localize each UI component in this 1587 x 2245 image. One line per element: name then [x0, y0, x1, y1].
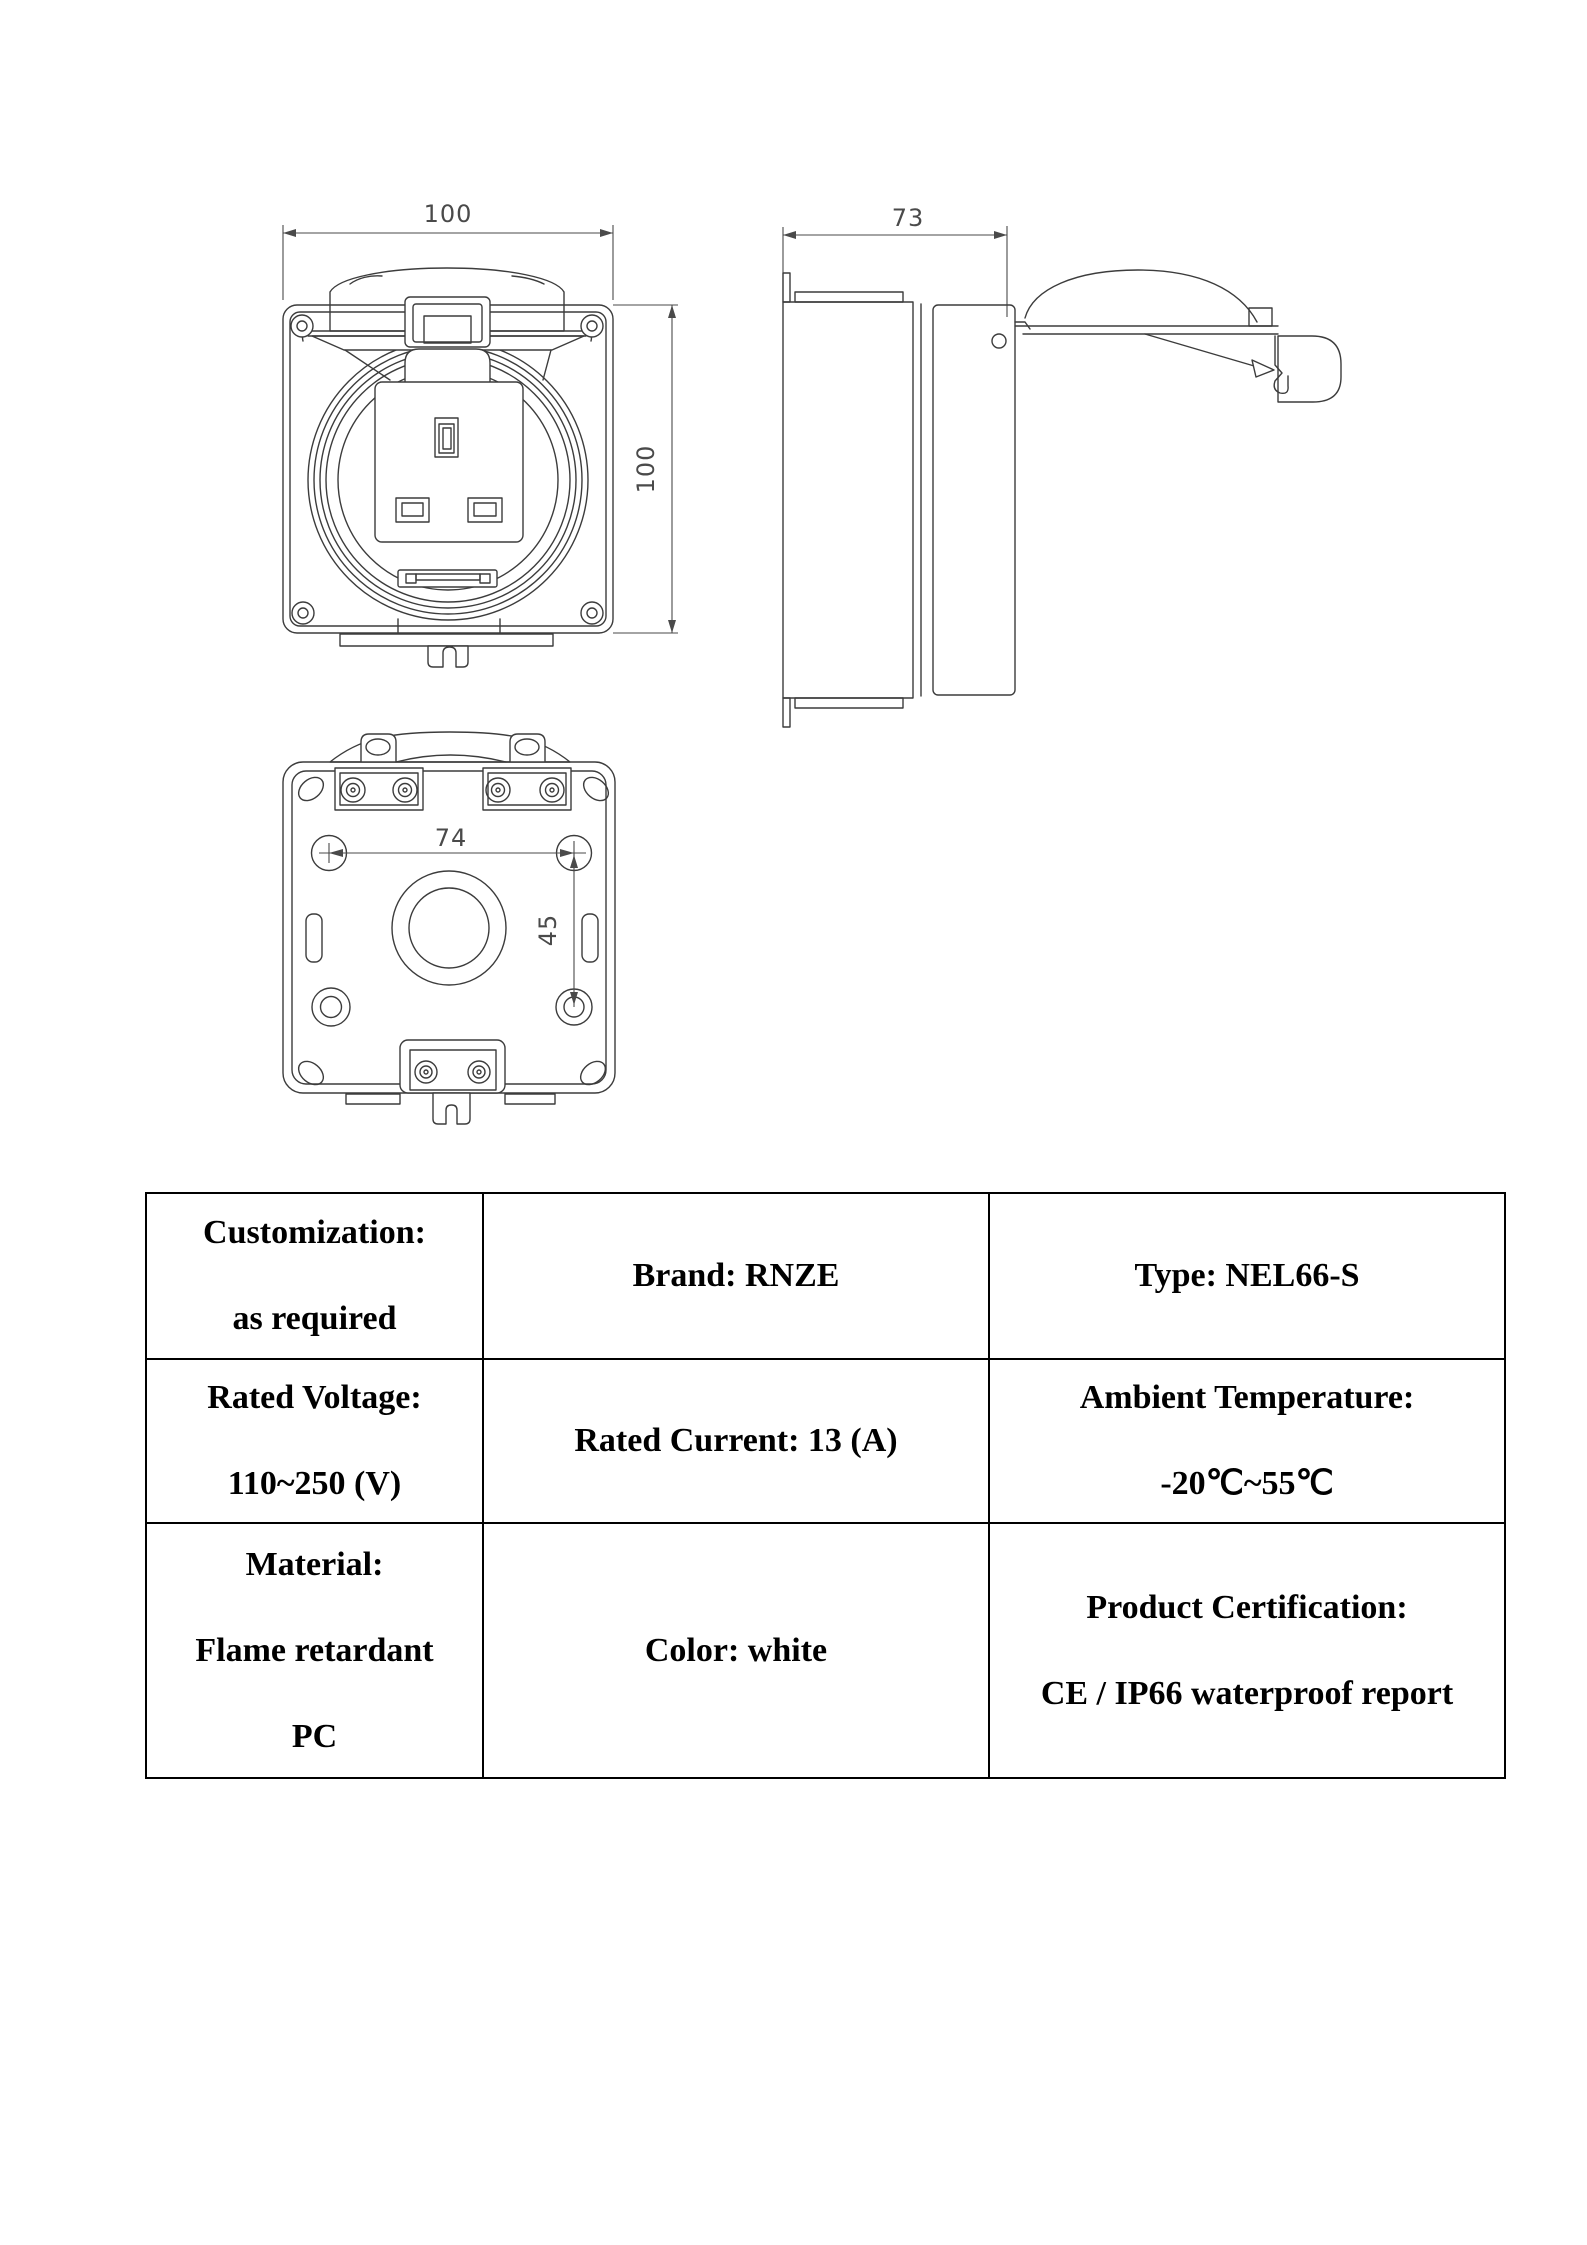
side-depth-label: 73	[892, 204, 925, 232]
live-pin-slot	[395, 497, 430, 523]
rated-voltage-label: Rated Voltage:	[207, 1379, 422, 1416]
type-value: Type: NEL66-S	[1134, 1257, 1360, 1294]
enclosure-body	[782, 272, 1031, 728]
bottom-mount-tab	[339, 633, 554, 668]
ambient-temperature-label: Ambient Temperature:	[1079, 1379, 1415, 1416]
rated-voltage-value: 110~250 (V)	[227, 1465, 402, 1502]
cell-ambient-temperature: Ambient Temperature: -20℃~55℃	[988, 1358, 1504, 1522]
cell-brand: Brand: RNZE	[482, 1192, 988, 1358]
front-height-label: 100	[632, 445, 660, 494]
socket-face	[374, 381, 524, 543]
color-value: Color: white	[644, 1631, 828, 1669]
spec-table: Customization: as required Brand: RNZE T…	[145, 1192, 1506, 1779]
customization-value: as required	[232, 1300, 397, 1337]
bottom-terminal-block	[345, 1039, 556, 1125]
cell-rated-current: Rated Current: 13 (A)	[482, 1358, 988, 1522]
cell-rated-voltage: Rated Voltage: 110~250 (V)	[145, 1358, 482, 1522]
cable-entry-boss	[391, 870, 507, 986]
open-lid-profile	[1014, 269, 1342, 403]
front-view-drawing: 100 100	[282, 200, 678, 668]
cell-color: Color: white	[482, 1522, 988, 1777]
cell-material: Material: Flame retardant PC	[145, 1522, 482, 1777]
material-label: Material:	[245, 1545, 384, 1583]
hinge-band	[329, 731, 571, 763]
earth-pin-slot	[434, 417, 459, 458]
rated-current-value: Rated Current: 13 (A)	[574, 1422, 898, 1459]
front-width-dimension: 100	[282, 200, 614, 300]
hole-spacing-v-dimension: 45	[534, 853, 578, 1007]
material-value-2: PC	[291, 1717, 338, 1755]
customization-label: Customization:	[203, 1214, 426, 1251]
front-width-label: 100	[424, 200, 473, 228]
material-value-1: Flame retardant	[195, 1631, 434, 1669]
cell-customization: Customization: as required	[145, 1192, 482, 1358]
corner-screws	[290, 314, 604, 625]
certification-value: CE / IP66 waterproof report	[1040, 1674, 1454, 1712]
front-height-dimension: 100	[613, 304, 678, 634]
lid-hook	[1277, 335, 1342, 403]
side-view-drawing: 73	[782, 204, 1342, 728]
fork-tab	[432, 1092, 471, 1125]
ambient-temperature-value: -20℃~55℃	[1160, 1465, 1334, 1502]
side-depth-dimension: 73	[782, 204, 1008, 317]
cell-certification: Product Certification: CE / IP66 waterpr…	[988, 1522, 1504, 1777]
hinge-screw-blocks	[334, 767, 572, 811]
brand-value: Brand: RNZE	[632, 1257, 840, 1294]
lid-latch-claw	[1273, 335, 1289, 395]
certification-label: Product Certification:	[1086, 1588, 1408, 1626]
back-view-drawing: 74 45	[282, 731, 616, 1125]
neutral-pin-slot	[467, 497, 503, 523]
cell-type: Type: NEL66-S	[988, 1192, 1504, 1358]
lid-catch-ledge	[397, 569, 501, 634]
hole-spacing-h-dimension: 74	[329, 824, 574, 857]
side-slots	[305, 913, 599, 963]
hole-spacing-h-label: 74	[435, 824, 468, 852]
hole-spacing-v-label: 45	[534, 914, 562, 947]
